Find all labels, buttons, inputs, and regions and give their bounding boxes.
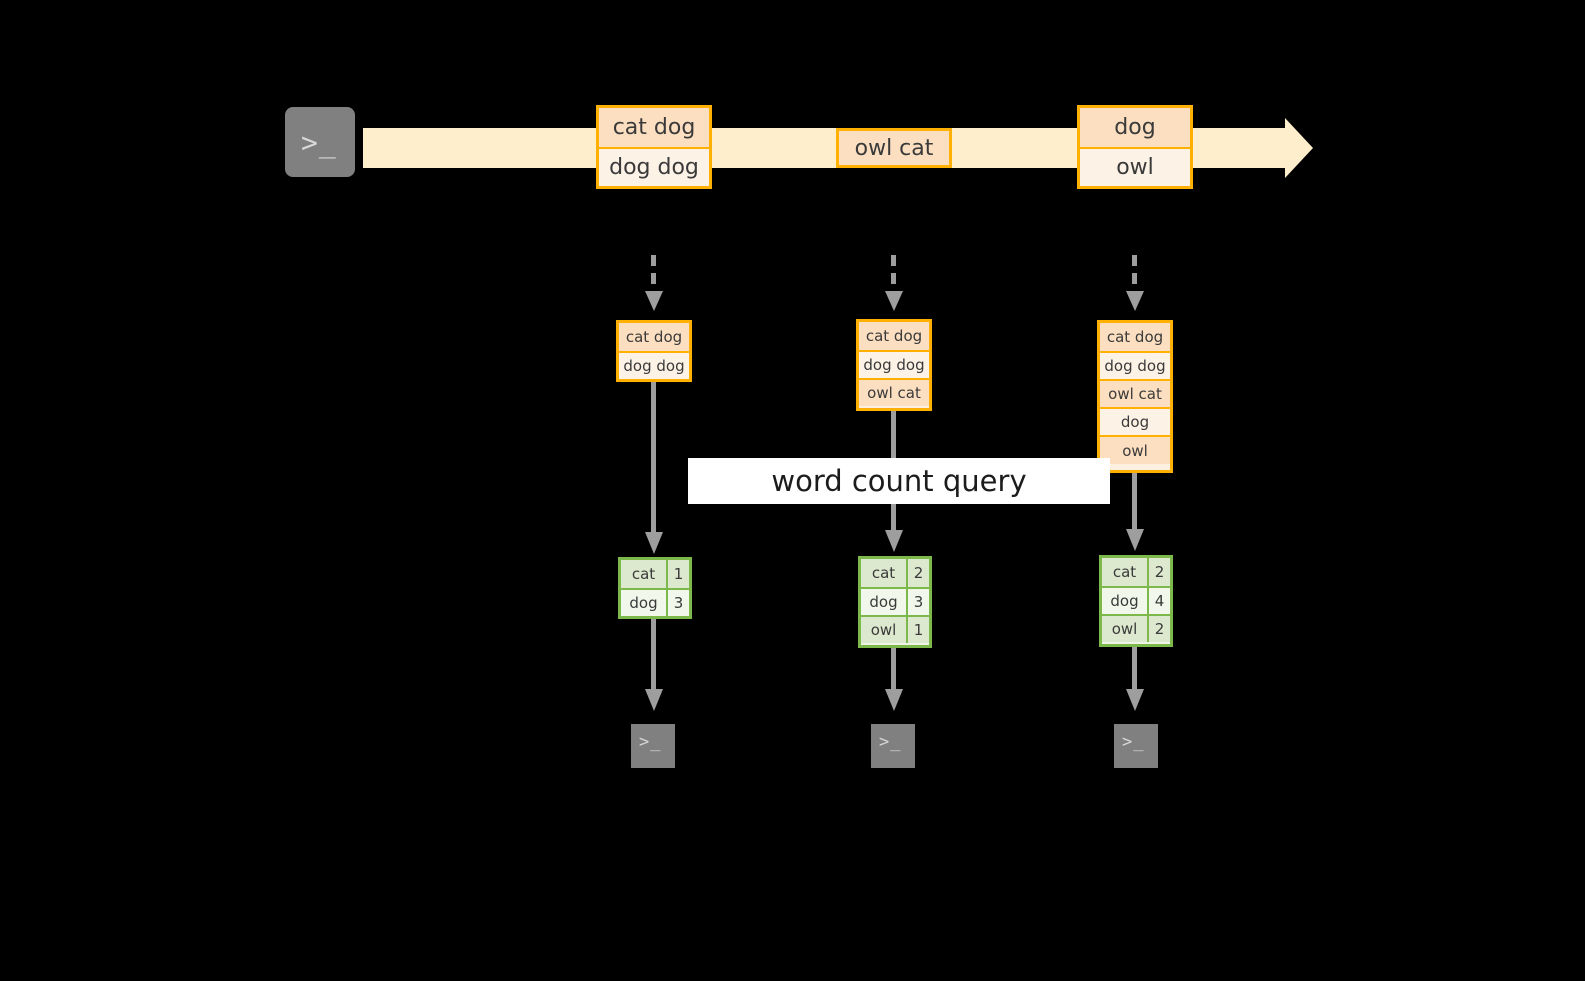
snapshot-2-sink-line — [891, 648, 896, 691]
snapshot-3-tap-arrowhead — [1126, 291, 1144, 311]
snapshot-2-query-arrowhead — [885, 530, 903, 552]
stream-batch-3-line-1: dog — [1080, 108, 1190, 147]
result-count-cell: 2 — [1149, 558, 1170, 586]
snapshot-1-sink-terminal-icon: >_ — [621, 714, 685, 778]
snapshot-1-result-table: cat 1 dog 3 — [618, 557, 692, 619]
snapshot-2-result-table: cat 2 dog 3 owl 1 — [858, 556, 932, 648]
table-row: dog 3 — [861, 587, 929, 615]
snapshot-2-sink-arrowhead — [885, 689, 903, 711]
result-word-cell: dog — [861, 589, 908, 615]
snapshot-1-sink-line — [651, 619, 656, 691]
snapshot-2-tap-arrowhead — [885, 291, 903, 311]
snapshot-3-input-box: cat dog dog dog owl cat dog owl — [1097, 320, 1173, 473]
terminal-prompt-glyph: >_ — [879, 732, 902, 752]
snapshot-2-tap-line — [891, 255, 896, 293]
stream-batch-1-line-1: cat dog — [599, 108, 709, 147]
snapshot-3-input-line-2: dog dog — [1100, 351, 1170, 379]
table-row: cat 2 — [861, 559, 929, 587]
snapshot-3-sink-terminal-icon: >_ — [1104, 714, 1168, 778]
stream-batch-2: owl cat — [836, 128, 952, 168]
snapshot-1-input-box: cat dog dog dog — [616, 320, 692, 382]
result-word-cell: cat — [1102, 558, 1149, 586]
snapshot-3-input-line-3: owl cat — [1100, 379, 1170, 407]
stream-batch-3: dog owl — [1077, 105, 1193, 189]
result-count-cell: 2 — [1149, 616, 1170, 642]
table-row: owl 2 — [1102, 614, 1170, 642]
result-word-cell: cat — [861, 559, 908, 587]
snapshot-3-input-line-1: cat dog — [1100, 323, 1170, 351]
snapshot-3-input-line-5: owl — [1100, 435, 1170, 464]
result-word-cell: dog — [1102, 588, 1149, 614]
snapshot-3-input-line-4: dog — [1100, 407, 1170, 435]
result-count-cell: 3 — [668, 590, 689, 616]
snapshot-2-input-line-3: owl cat — [859, 378, 929, 406]
result-count-cell: 2 — [908, 559, 929, 587]
stream-arrowhead — [1285, 118, 1313, 178]
snapshot-2-input-box: cat dog dog dog owl cat — [856, 319, 932, 411]
stream-batch-1: cat dog dog dog — [596, 105, 712, 189]
snapshot-3-result-table: cat 2 dog 4 owl 2 — [1099, 555, 1173, 647]
terminal-prompt-glyph: >_ — [1122, 732, 1145, 752]
source-terminal-icon: >_ — [275, 97, 365, 187]
result-word-cell: owl — [861, 617, 908, 643]
snapshot-3-query-arrowhead — [1126, 529, 1144, 551]
table-row: cat 2 — [1102, 558, 1170, 586]
table-row: dog 4 — [1102, 586, 1170, 614]
snapshot-3-sink-line — [1132, 647, 1137, 691]
snapshot-3-tap-line — [1132, 255, 1137, 293]
result-word-cell: dog — [621, 590, 668, 616]
snapshot-2-sink-terminal-icon: >_ — [861, 714, 925, 778]
table-row: dog 3 — [621, 588, 689, 616]
snapshot-3-query-line — [1132, 473, 1137, 531]
snapshot-1-tap-arrowhead — [645, 291, 663, 311]
query-label: word count query — [688, 458, 1110, 504]
table-row: owl 1 — [861, 615, 929, 643]
result-count-cell: 4 — [1149, 588, 1170, 614]
snapshot-1-input-line-2: dog dog — [619, 351, 689, 379]
result-word-cell: owl — [1102, 616, 1149, 642]
table-row: cat 1 — [621, 560, 689, 588]
snapshot-3-sink-arrowhead — [1126, 689, 1144, 711]
snapshot-1-input-line-1: cat dog — [619, 323, 689, 351]
result-count-cell: 1 — [908, 617, 929, 643]
snapshot-1-sink-arrowhead — [645, 689, 663, 711]
stream-batch-3-line-2: owl — [1080, 147, 1190, 186]
result-count-cell: 1 — [668, 560, 689, 588]
stream-batch-2-line-1: owl cat — [839, 131, 949, 165]
result-count-cell: 3 — [908, 589, 929, 615]
snapshot-1-query-arrowhead — [645, 532, 663, 554]
snapshot-1-tap-line — [651, 255, 656, 293]
snapshot-2-input-line-2: dog dog — [859, 350, 929, 378]
snapshot-1-query-line — [651, 382, 656, 534]
terminal-prompt-glyph: >_ — [301, 126, 337, 159]
snapshot-2-input-line-1: cat dog — [859, 322, 929, 350]
result-word-cell: cat — [621, 560, 668, 588]
stream-batch-1-line-2: dog dog — [599, 147, 709, 186]
terminal-prompt-glyph: >_ — [639, 732, 662, 752]
